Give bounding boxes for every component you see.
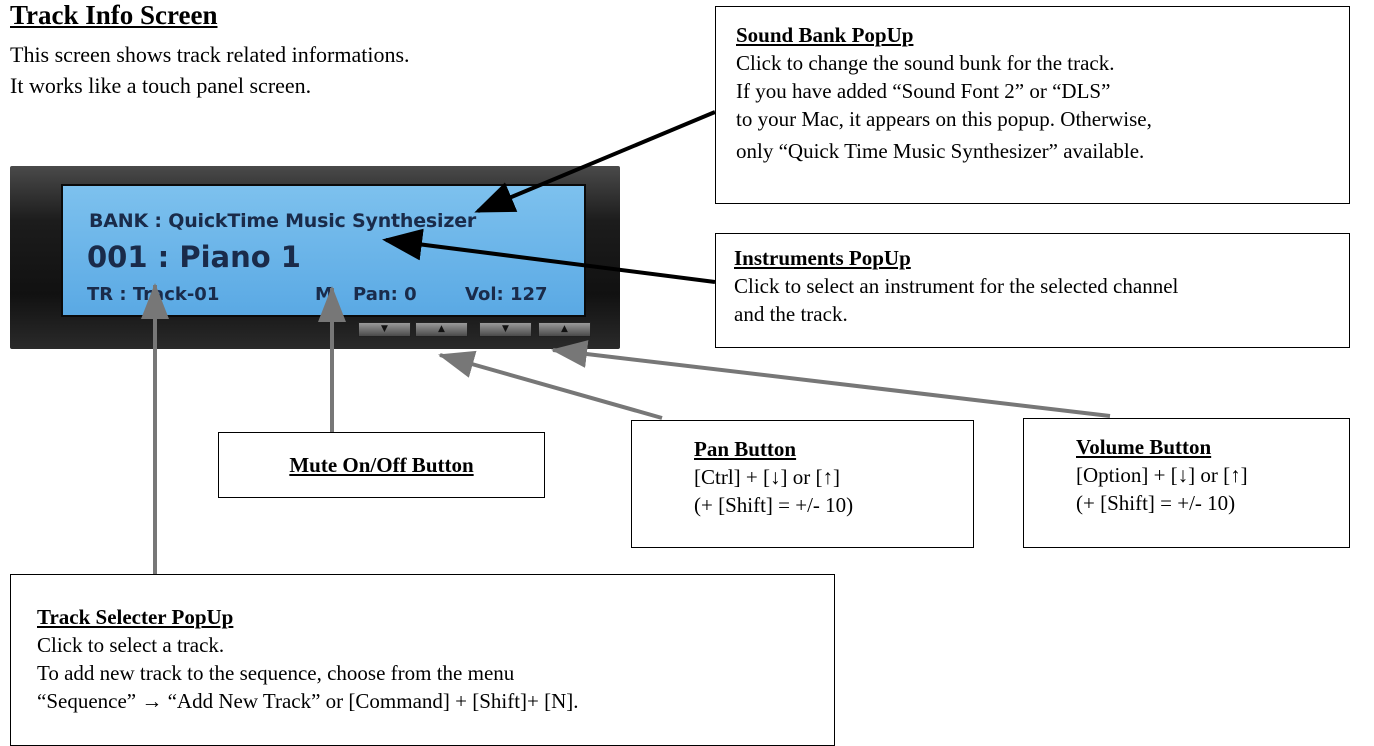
callout-title: Instruments PopUp <box>734 246 911 270</box>
pan-value: Pan: 0 <box>353 284 417 305</box>
intro-text: This screen shows track related informat… <box>10 39 410 101</box>
instruments-callout: Instruments PopUp Click to select an ins… <box>715 233 1350 348</box>
callout-line: [Ctrl] + [↓] or [↑] <box>694 465 840 489</box>
callout-line: (+ [Shift] = +/- 10) <box>1076 491 1236 515</box>
pan-down-button[interactable]: ▼ <box>358 322 411 337</box>
callout-line: only “Quick Time Music Synthesizer” avai… <box>736 139 1145 163</box>
callout-line: [Option] + [↓] or [↑] <box>1076 463 1248 487</box>
callout-line: Click to change the sound bunk for the t… <box>736 51 1115 75</box>
volume-arrow <box>551 340 1111 418</box>
mute-callout: Mute On/Off Button <box>218 432 545 498</box>
callout-title: Track Selecter PopUp <box>37 605 234 629</box>
track-selecter-callout: Track Selecter PopUp Click to select a t… <box>10 574 835 746</box>
callout-line: “Sequence” → “Add New Track” or [Command… <box>37 689 579 713</box>
sound-bank-arrow <box>474 110 716 213</box>
sound-bank-callout: Sound Bank PopUp Click to change the sou… <box>715 6 1350 204</box>
instruments-arrow <box>382 228 716 284</box>
pan-callout: Pan Button [Ctrl] + [↓] or [↑] (+ [Shift… <box>631 420 974 548</box>
intro-line: It works like a touch panel screen. <box>10 73 312 98</box>
callout-line: (+ [Shift] = +/- 10) <box>694 493 854 517</box>
callout-title: Pan Button <box>694 437 797 461</box>
callout-title: Mute On/Off Button <box>289 453 474 477</box>
instrument-popup[interactable]: 001 : Piano 1 <box>87 240 301 274</box>
callout-line: Click to select an instrument for the se… <box>734 274 1179 298</box>
callout-title: Volume Button <box>1076 435 1212 459</box>
pan-up-button[interactable]: ▲ <box>415 322 468 337</box>
volume-value: Vol: 127 <box>465 284 548 305</box>
callout-line: Click to select a track. <box>37 633 225 657</box>
callout-line: and the track. <box>734 302 848 326</box>
volume-down-button[interactable]: ▼ <box>479 322 532 337</box>
pan-arrow <box>438 350 663 420</box>
callout-title: Sound Bank PopUp <box>736 23 914 47</box>
volume-callout: Volume Button [Option] + [↓] or [↑] (+ [… <box>1023 418 1350 548</box>
callout-line: to your Mac, it appears on this popup. O… <box>736 107 1152 131</box>
callout-line: If you have added “Sound Font 2” or “DLS… <box>736 79 1111 103</box>
volume-up-button[interactable]: ▲ <box>538 322 591 337</box>
intro-line: This screen shows track related informat… <box>10 42 410 67</box>
callout-line: To add new track to the sequence, choose… <box>37 661 515 685</box>
sound-bank-popup[interactable]: BANK : QuickTime Music Synthesizer <box>89 210 477 232</box>
page-title: Track Info Screen <box>10 0 218 30</box>
